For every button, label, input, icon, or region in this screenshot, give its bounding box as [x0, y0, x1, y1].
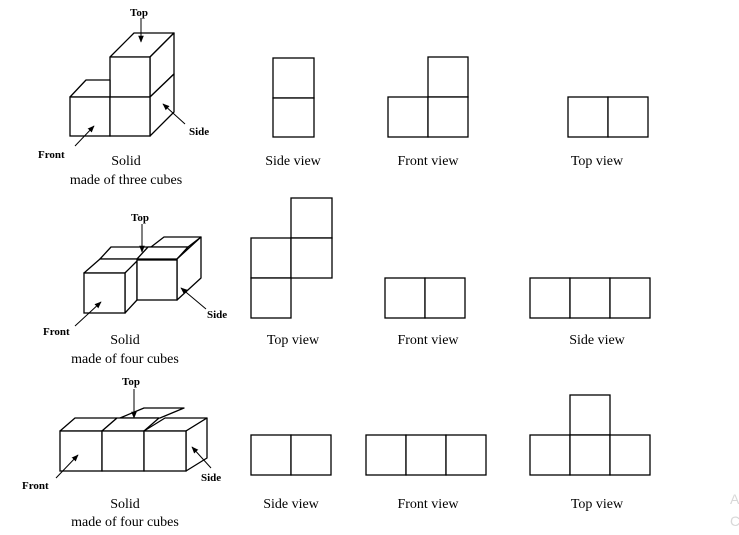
side-view-drawing — [250, 434, 332, 476]
solid-four-cubes-a — [74, 224, 207, 327]
front-view-drawing — [387, 56, 469, 138]
top-view-drawing — [567, 96, 649, 138]
top-view-caption: Top view — [267, 333, 320, 348]
solid-three-cubes — [69, 18, 186, 147]
front-view-caption: Front view — [397, 154, 459, 169]
solid-caption: Solid — [111, 154, 141, 169]
front-view-drawing — [384, 277, 466, 319]
solid-caption: Solid — [110, 333, 140, 348]
front-label: Front — [43, 326, 70, 338]
top-label: Top — [131, 212, 149, 224]
side-view-caption: Side view — [265, 154, 321, 169]
side-label: Side — [189, 126, 209, 138]
solid-four-cubes-b — [55, 389, 212, 479]
front-view-caption: Front view — [397, 497, 459, 512]
top-view-drawing — [250, 197, 333, 319]
watermark-fragment: C — [730, 513, 739, 529]
solid-caption: Solid — [110, 497, 140, 512]
top-view-caption: Top view — [571, 154, 624, 169]
solid-subcaption: made of three cubes — [70, 173, 182, 188]
top-label: Top — [122, 376, 140, 388]
front-view-caption: Front view — [397, 333, 459, 348]
front-label: Front — [22, 480, 49, 492]
top-label: Top — [130, 7, 148, 19]
side-view-drawing — [529, 277, 651, 319]
watermark-fragment: A — [730, 491, 739, 507]
side-view-caption: Side view — [569, 333, 625, 348]
front-label: Front — [38, 149, 65, 161]
top-view-drawing — [529, 394, 651, 476]
side-label: Side — [207, 309, 227, 321]
side-view-drawing — [272, 57, 315, 138]
side-view-caption: Side view — [263, 497, 319, 512]
top-view-caption: Top view — [571, 497, 624, 512]
solid-subcaption: made of four cubes — [71, 515, 179, 530]
side-label: Side — [201, 472, 221, 484]
solid-subcaption: made of four cubes — [71, 352, 179, 367]
front-view-drawing — [365, 434, 487, 476]
